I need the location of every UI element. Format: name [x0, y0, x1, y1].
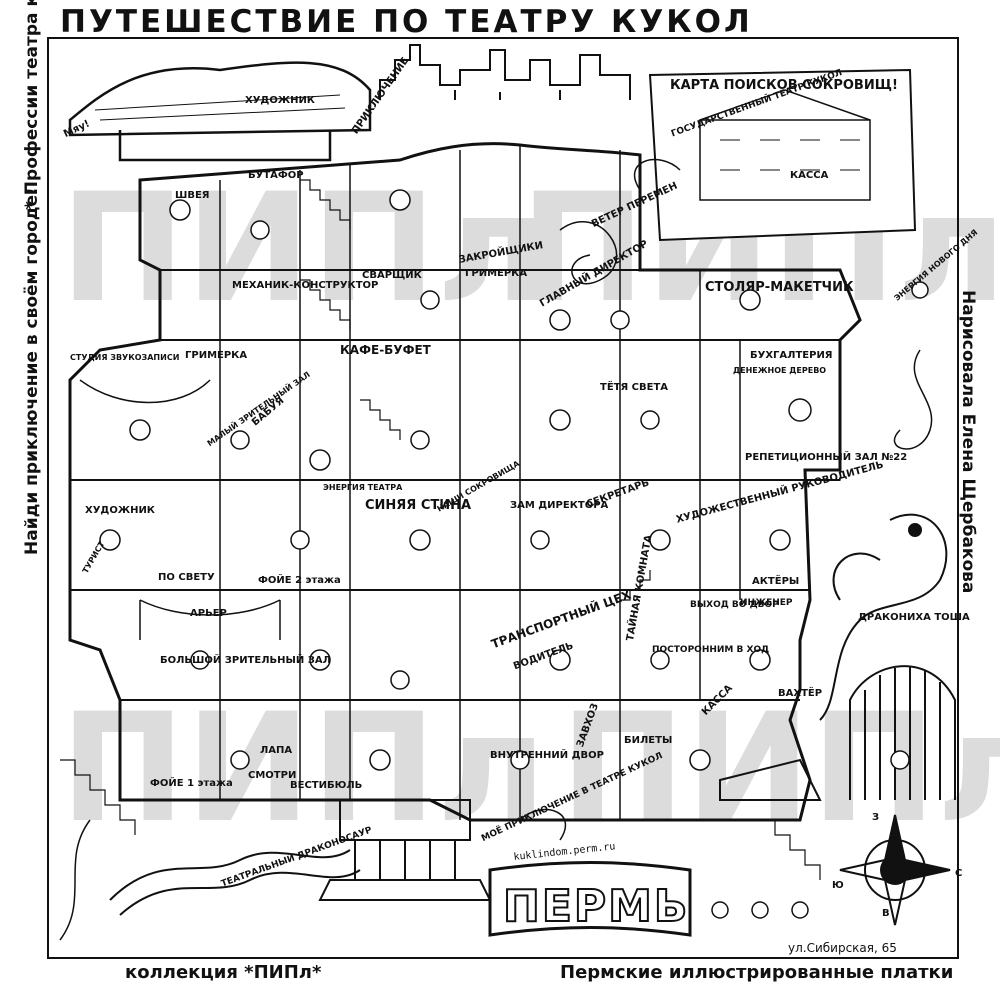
- city-skyline: [379, 44, 631, 100]
- page-title: ПУТЕШЕСТВИЕ ПО ТЕАТРУ КУКОЛ: [60, 4, 753, 40]
- map-label: ДРАКОНИХА ТОША: [858, 612, 970, 623]
- map-label: ВЕСТИБЮЛЬ: [290, 780, 363, 791]
- perm-banner: [488, 861, 692, 937]
- map-label: АРЬЕР: [190, 608, 227, 619]
- map-label: ТЁТЯ СВЕТА: [600, 382, 669, 393]
- roof-building: [68, 61, 372, 162]
- map-label: СТУДИЯ ЗВУКОЗАПИСИ: [70, 353, 180, 362]
- footer-title: Пермские иллюстрированные платки: [560, 962, 954, 983]
- theatre-building: [68, 142, 862, 822]
- treasure-map-scroll: [648, 68, 917, 242]
- map-label: РЕПЕТИЦИОННЫЙ ЗАЛ №22: [745, 452, 908, 463]
- city-name: ПЕРМЬ: [502, 880, 690, 933]
- map-label: БИЛЕТЫ: [624, 735, 673, 746]
- compass-north: С: [955, 868, 963, 879]
- map-label: БОЛЬШОЙ ЗРИТЕЛЬНЫЙ ЗАЛ: [160, 655, 331, 666]
- footer-collection: коллекция *ПИПл*: [125, 962, 322, 983]
- staircases: [60, 179, 821, 880]
- map-label: ШВЕЯ: [175, 190, 210, 201]
- map-label: ФОЙЕ 2 этажа: [258, 575, 341, 586]
- map-label: КАРТА ПОИСКОВ СОКРОВИЩ!: [670, 78, 898, 93]
- map-label: СТОЛЯР-МАКЕТЧИК: [705, 280, 854, 295]
- svg-text:ПИПл: ПИПл: [560, 682, 1000, 856]
- map-label: ХУДОЖНИК: [245, 95, 315, 106]
- map-label: ЭНЕРГИЯ ТЕАТРА: [323, 483, 403, 492]
- side-text-left-top: * Профессии театра кукол: [22, 0, 42, 210]
- puppet-figures: [99, 189, 929, 919]
- side-text-right: Нарисовала Елена Щербакова: [958, 290, 978, 594]
- map-label: БУХГАЛТЕРИЯ: [750, 350, 833, 361]
- curtains: [79, 379, 281, 640]
- map-label: КАССА: [790, 170, 829, 181]
- map-label: ДЕНЕЖНОЕ ДЕРЕВО: [733, 366, 827, 375]
- map-label: СМОТРИ: [248, 770, 297, 781]
- map-label: ИНЖЕНЕР: [740, 598, 793, 608]
- map-label: ГРИМЕРКА: [465, 268, 528, 279]
- outer-frame: [47, 37, 959, 959]
- map-label: ЛАПА: [260, 745, 293, 756]
- svg-text:ПИПл: ПИПл: [60, 682, 546, 856]
- map-label: ВЫХОД ВО ДВОР: [690, 600, 779, 610]
- dragon-tosha: [819, 513, 948, 721]
- map-label: ПОСТОРОННИМ В ХОД: [652, 645, 770, 655]
- serpentine-path: [59, 819, 361, 941]
- map-label: ВАХТЁР: [778, 688, 823, 699]
- address-label: ул.Сибирская, 65: [788, 941, 897, 955]
- map-label: ГРИМЕРКА: [185, 350, 248, 361]
- compass-east: В: [882, 908, 890, 919]
- compass-rose: [839, 814, 951, 926]
- iron-gate: [849, 665, 956, 800]
- map-label: БУТАФОР: [248, 170, 304, 181]
- compass-west: З: [872, 812, 880, 823]
- svg-text:ПИПл: ПИПл: [60, 162, 546, 336]
- wind-swirl: [519, 158, 933, 841]
- map-label: ЗАМ ДИРЕКТОРА: [510, 500, 609, 511]
- map-label: ПО СВЕТУ: [158, 572, 215, 583]
- map-label: СИНЯЯ СТИНА: [365, 498, 472, 513]
- side-text-left: Найди приключение в своём городе!: [22, 187, 42, 555]
- map-label: ФОЙЕ 1 этажа: [150, 778, 233, 789]
- map-label: ВНУТРЕННИЙ ДВОР: [490, 750, 604, 761]
- compass-south: Ю: [832, 880, 844, 891]
- map-label: КАФЕ-БУФЕТ: [340, 343, 431, 357]
- map-label: МЕХАНИК-КОНСТРУКТОР: [232, 280, 379, 291]
- map-label: АКТЁРЫ: [752, 576, 800, 587]
- map-label: ХУДОЖНИК: [85, 505, 155, 516]
- watermark: ПИПл ПИПл ПИПл ПИПл: [60, 162, 1000, 856]
- map-label: СВАРЩИК: [362, 270, 422, 281]
